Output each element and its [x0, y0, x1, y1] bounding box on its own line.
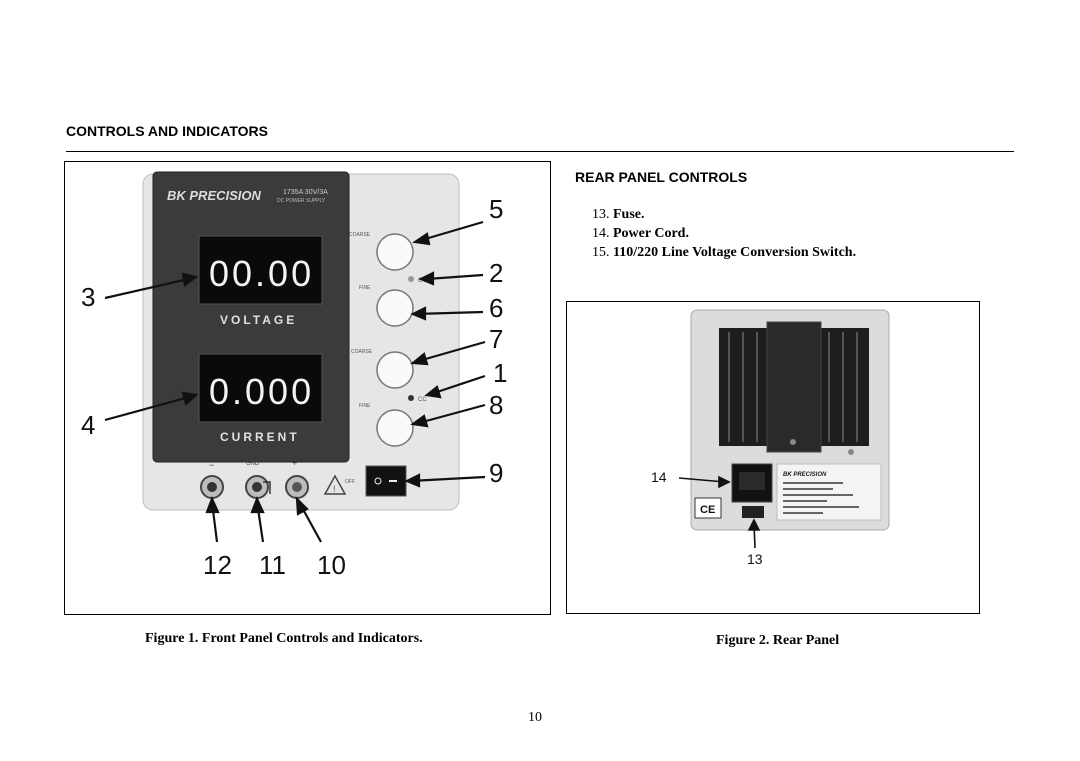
cv-label: CV: [418, 278, 426, 284]
rear-brand-logo: BK PRECISION: [783, 472, 827, 478]
item-text: Fuse.: [613, 207, 645, 222]
callout-10: 10: [317, 550, 346, 580]
callout-7: 7: [489, 324, 503, 354]
figure-2-caption: Figure 2. Rear Panel: [716, 633, 840, 648]
coarse-current-knob[interactable]: [376, 351, 414, 389]
callout-4: 4: [81, 410, 95, 440]
callout-1: 1: [493, 358, 507, 388]
rating-label: [776, 463, 882, 521]
list-item: 14. Power Cord.: [592, 224, 856, 243]
brand-logo: BK PRECISION: [167, 188, 262, 203]
item-text: Power Cord.: [613, 226, 689, 241]
model-label: 1735A 30V/3A: [283, 189, 328, 196]
fine-voltage-knob[interactable]: [376, 289, 414, 327]
positive-terminal-label: +: [292, 458, 297, 468]
item-text: 110/220 Line Voltage Conversion Switch.: [613, 245, 857, 260]
negative-terminal-label: −: [209, 460, 214, 470]
rear-panel-title: REAR PANEL CONTROLS: [575, 169, 748, 185]
rear-panel-illustration: BK PRECISION CE 14 13: [651, 309, 890, 567]
item-number: 14.: [592, 226, 610, 241]
current-label: CURRENT: [220, 430, 300, 444]
figure-1-caption: Figure 1. Front Panel Controls and Indic…: [145, 631, 423, 646]
fine-voltage-label: FINE: [359, 285, 371, 291]
cc-label: CC: [418, 397, 427, 403]
fine-current-label: FINE: [359, 403, 371, 409]
callout-13: 13: [747, 551, 763, 567]
warning-icon: [323, 474, 347, 495]
figure-rear-panel: BK PRECISION CE 14 13: [566, 301, 980, 614]
page-number: 10: [528, 710, 542, 725]
svg-text:!: !: [333, 484, 336, 494]
item-number: 15.: [592, 245, 610, 260]
figure-front-panel: BK PRECISION 1735A 30V/3A DC POWER SUPPL…: [64, 161, 551, 615]
power-switch[interactable]: [365, 465, 407, 497]
section-heading: CONTROLS AND INDICATORS: [66, 123, 268, 139]
rear-panel-list: 13. Fuse. 14. Power Cord. 15. 110/220 Li…: [592, 205, 856, 262]
callout-8: 8: [489, 390, 503, 420]
front-panel-illustration: BK PRECISION 1735A 30V/3A DC POWER SUPPL…: [81, 171, 507, 580]
cc-indicator: [408, 395, 414, 401]
coarse-voltage-knob[interactable]: [376, 233, 414, 271]
coarse-voltage-label: COARSE: [349, 232, 371, 238]
fuse-holder[interactable]: [742, 506, 764, 518]
voltage-readout: 00.00: [209, 253, 314, 294]
heading-rule: [66, 151, 1014, 152]
list-item: 15. 110/220 Line Voltage Conversion Swit…: [592, 243, 856, 262]
callout-3: 3: [81, 282, 95, 312]
callout-11: 11: [259, 550, 286, 580]
coarse-current-label: COARSE: [351, 349, 373, 355]
model-sublabel: DC POWER SUPPLY: [277, 198, 326, 204]
voltage-label: VOLTAGE: [220, 313, 297, 327]
callout-5: 5: [489, 194, 503, 224]
power-switch-label: OFF: [345, 479, 355, 485]
callout-12: 12: [203, 550, 232, 580]
item-number: 13.: [592, 207, 610, 222]
cv-indicator: [408, 276, 414, 282]
current-readout: 0.000: [209, 371, 314, 412]
callout-6: 6: [489, 293, 503, 323]
ce-mark: CE: [700, 504, 715, 516]
callout-2: 2: [489, 258, 503, 288]
fine-current-knob[interactable]: [376, 409, 414, 447]
callout-9: 9: [489, 458, 503, 488]
callout-14: 14: [651, 469, 667, 485]
gnd-terminal-label: GND: [246, 461, 260, 467]
list-item: 13. Fuse.: [592, 205, 856, 224]
